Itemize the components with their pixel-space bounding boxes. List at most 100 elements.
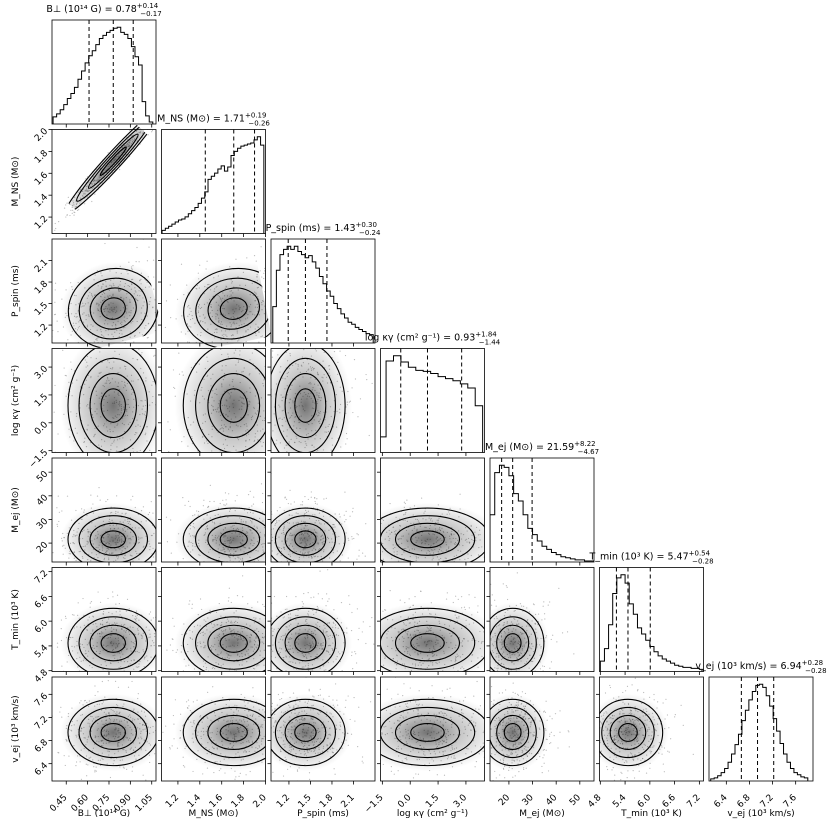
sample-point: [169, 429, 171, 431]
sample-point: [279, 573, 280, 574]
sample-point: [173, 386, 175, 389]
sample-point: [288, 478, 289, 479]
sample-point: [166, 525, 167, 526]
sample-point: [66, 495, 69, 497]
sample-point: [47, 233, 48, 234]
sample-point: [268, 416, 269, 417]
sample-point: [281, 267, 282, 268]
sample-point: [389, 502, 391, 505]
sample-point: [250, 456, 251, 457]
panel-Mej-vs-Mej: [489, 457, 595, 566]
sample-point: [161, 105, 162, 106]
sample-point: [317, 339, 318, 340]
sample-point: [140, 468, 141, 469]
density-group: [174, 348, 266, 453]
sample-point: [345, 322, 346, 323]
sample-point: [284, 277, 285, 278]
sample-point: [311, 572, 312, 573]
sample-point: [89, 602, 91, 604]
sample-point: [163, 606, 164, 607]
sample-point: [107, 597, 109, 600]
sample-point: [223, 469, 224, 470]
sample-point: [197, 272, 199, 274]
sample-point: [117, 345, 118, 346]
sample-point: [283, 301, 284, 302]
sample-point: [386, 565, 387, 566]
sample-point: [158, 339, 159, 340]
sample-point: [278, 455, 279, 456]
sample-point: [247, 468, 248, 469]
sample-point: [266, 381, 267, 382]
sample-point: [530, 542, 531, 543]
sample-point: [261, 501, 264, 504]
sample-point: [315, 346, 316, 347]
sample-point: [104, 571, 105, 572]
sample-point: [147, 118, 148, 119]
sample-point: [241, 563, 242, 564]
sample-point: [315, 287, 316, 288]
sample-point: [37, 344, 38, 345]
sample-point: [142, 126, 143, 127]
sample-point: [58, 221, 60, 223]
sample-point: [235, 258, 237, 260]
sample-point: [85, 467, 86, 468]
sample-point: [492, 538, 493, 539]
sample-point: [296, 467, 297, 468]
sample-point: [189, 456, 190, 457]
sample-point: [159, 414, 160, 415]
sample-point: [158, 359, 159, 360]
density-shading: [271, 502, 352, 562]
sample-point: [351, 387, 353, 389]
sample-point: [292, 465, 293, 466]
panel-frame: [489, 457, 595, 563]
sample-point: [237, 570, 238, 571]
contour-level-4: [271, 507, 346, 562]
sample-point: [73, 214, 75, 216]
sample-point: [246, 467, 247, 468]
sample-point: [138, 261, 140, 263]
sample-point: [365, 523, 367, 525]
sample-point: [150, 571, 151, 572]
sample-point: [355, 534, 356, 535]
sample-point: [359, 398, 362, 400]
sample-point: [371, 520, 372, 521]
sample-point: [268, 531, 269, 532]
sample-point: [311, 465, 312, 466]
sample-point: [209, 484, 211, 486]
sample-point: [263, 685, 264, 686]
sample-point: [169, 367, 170, 368]
sample-point: [195, 565, 196, 566]
contour-level-1: [100, 633, 126, 653]
sample-point: [70, 209, 72, 211]
sample-point: [299, 335, 300, 336]
sample-point: [268, 623, 269, 624]
sample-point: [177, 95, 178, 96]
sample-point: [304, 336, 305, 337]
sample-point: [231, 572, 232, 573]
sample-point: [313, 311, 314, 312]
sample-point: [273, 470, 274, 471]
sample-point: [101, 683, 102, 684]
sample-point: [253, 255, 256, 257]
sample-point: [340, 462, 341, 463]
sample-point: [306, 301, 307, 302]
sample-point: [73, 211, 75, 213]
sample-point: [256, 461, 257, 462]
sample-point: [269, 535, 270, 536]
sample-point: [54, 301, 56, 303]
sample-point: [269, 437, 270, 438]
sample-point: [164, 108, 165, 109]
sample-point: [292, 571, 293, 572]
sample-point: [379, 563, 380, 564]
sample-point: [285, 292, 286, 293]
sample-point: [124, 469, 125, 470]
sample-point: [50, 687, 51, 688]
sample-point: [90, 494, 92, 496]
sample-point: [165, 614, 166, 615]
sample-point: [108, 458, 109, 459]
sample-point: [352, 411, 354, 414]
sample-point: [269, 501, 270, 502]
sample-point: [352, 507, 354, 509]
sample-point: [97, 591, 99, 593]
density-shading: [60, 261, 164, 356]
